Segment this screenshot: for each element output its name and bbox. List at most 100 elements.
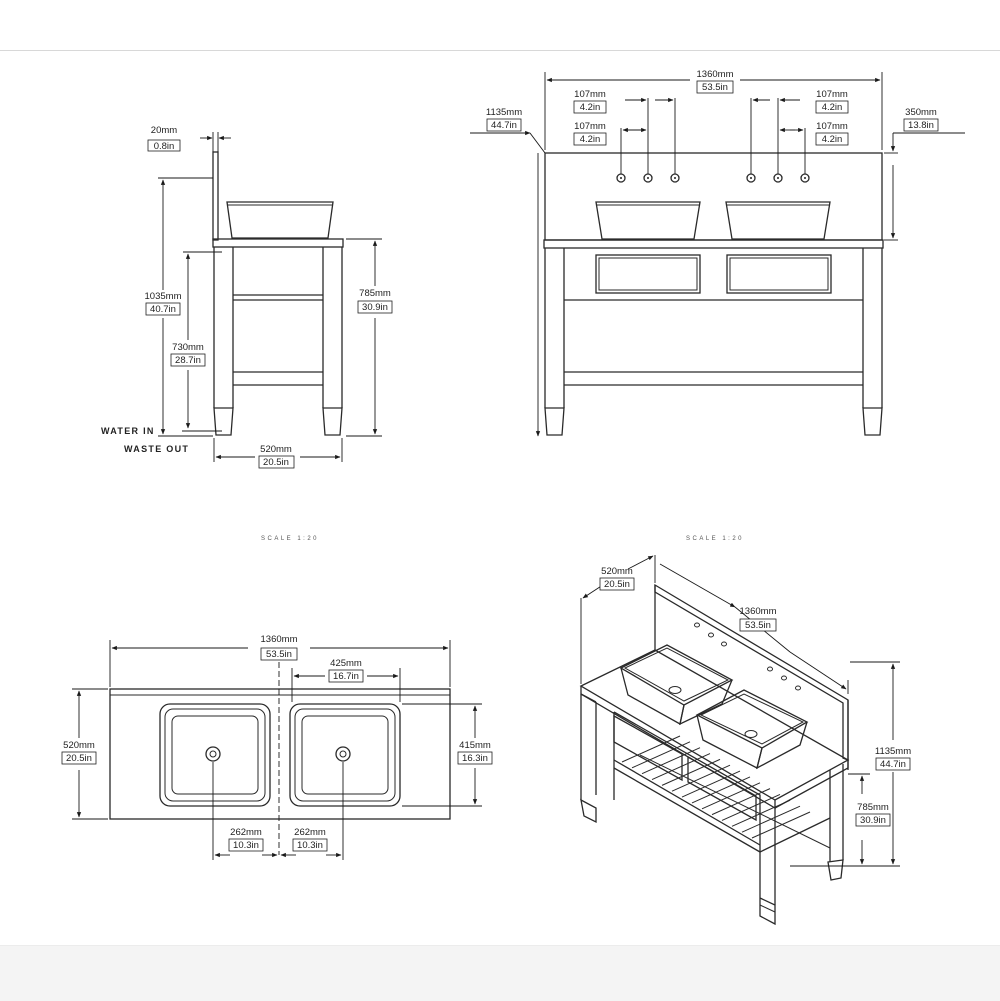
front-scale-label: SCALE 1:20 (686, 536, 744, 542)
iso-drawer-left (613, 714, 683, 782)
front-tap-right-outer-box (815, 100, 849, 114)
iso-counter-height-mm: 785mm (857, 802, 889, 813)
plan-basin-width-in: 16.7in (333, 671, 359, 682)
front-tap-right-outer-in: 4.2in (822, 102, 843, 113)
waste-out-label: WASTE OUT (124, 444, 189, 454)
front-height-mm: 1135mm (486, 107, 522, 118)
front-height-in: 44.7in (491, 120, 517, 131)
side-connection-height-in: 28.7in (175, 355, 201, 366)
iso-width-mm: 1360mm (740, 606, 777, 617)
iso-shelf-slat (751, 811, 811, 839)
plan-drain-right (335, 746, 351, 762)
plan-basin-right (289, 703, 401, 807)
side-counter-height-in: 30.9in (362, 302, 388, 313)
front-tap-right-outer-mm: 107mm (816, 89, 848, 100)
front-tap-left-outer-in: 4.2in (580, 102, 601, 113)
plan-offset-right-mm: 262mm (294, 827, 326, 838)
plan-basin-width-box (328, 669, 364, 683)
iso-shelf-slat (671, 764, 731, 792)
side-leg-right (322, 247, 343, 408)
side-foot-right (322, 407, 343, 436)
plan-offset-left-box (228, 838, 264, 852)
side-counter-height-mm: 785mm (359, 288, 391, 299)
plan-offset-right-box (292, 838, 328, 852)
iso-foot-back (827, 859, 844, 881)
plan-offset-left-mm: 262mm (230, 827, 262, 838)
side-counter-height-box (357, 300, 393, 314)
side-thickness-in: 0.8in (154, 141, 175, 152)
iso-width-in: 53.5in (745, 620, 771, 631)
side-leg-left (213, 247, 234, 408)
plan-depth-mm: 520mm (63, 740, 95, 751)
front-view: 1360mm 53.5in 1135mm 44.7in 350mm 13.8in… (470, 69, 965, 542)
plan-basin-width-mm: 425mm (330, 658, 362, 669)
iso-view: 520mm 20.5in 1360mm 53.5in 1135mm 44.7in… (579, 555, 911, 926)
iso-foot-left (580, 798, 597, 824)
side-scale-label: SCALE 1:20 (261, 536, 319, 542)
plan-drain-left (205, 746, 221, 762)
iso-height-in: 44.7in (880, 759, 906, 770)
iso-height-mm: 1135mm (875, 746, 911, 757)
iso-shelf-slat (711, 788, 771, 816)
plan-offset-right-in: 10.3in (297, 840, 323, 851)
header-divider (0, 50, 1000, 51)
front-tap-right-inner-box (815, 132, 849, 146)
iso-shelf-slat (651, 753, 711, 780)
side-connection-height-box (170, 353, 206, 367)
iso-shelf-slat (731, 799, 791, 827)
front-tap-left-outer-mm: 107mm (574, 89, 606, 100)
front-tap-right-inner-in: 4.2in (822, 134, 843, 145)
side-total-height-mm: 1035mm (145, 291, 182, 302)
side-depth-mm: 520mm (260, 444, 292, 455)
iso-shelf-slat (661, 758, 721, 786)
iso-shelf-slat (741, 805, 801, 833)
plan-basin-depth-mm: 415mm (459, 740, 491, 751)
side-thickness-box (147, 139, 181, 152)
iso-foot-right (759, 888, 776, 926)
side-basin (226, 201, 334, 239)
iso-shelf-slat (681, 770, 741, 798)
side-thickness-mm: 20mm (151, 125, 177, 136)
plan-depth-box (61, 751, 97, 765)
side-countertop (212, 238, 344, 248)
iso-depth-box (599, 577, 635, 591)
plan-width-in: 53.5in (266, 649, 292, 660)
plan-view: 1360mm 53.5in 425mm 16.7in 520mm 20.5in … (61, 634, 493, 860)
side-total-height-in: 40.7in (150, 304, 176, 315)
front-backsplash-in: 13.8in (908, 120, 934, 131)
side-total-height-box (145, 302, 181, 316)
iso-depth-mm: 520mm (601, 566, 633, 577)
side-backsplash (212, 151, 219, 241)
side-depth-box (258, 455, 295, 469)
plan-width-box (260, 647, 298, 661)
iso-counter-height-in: 30.9in (860, 815, 886, 826)
plan-width-mm: 1360mm (261, 634, 298, 645)
front-foot-left (544, 407, 565, 436)
iso-height-box (875, 757, 911, 771)
front-drawer-right (726, 254, 832, 294)
front-backsplash-box (903, 118, 939, 132)
iso-shelf-slat (701, 782, 761, 810)
front-backsplash-mm: 350mm (905, 107, 937, 118)
iso-shelf-slat (691, 776, 751, 804)
iso-shelf-slat (721, 794, 781, 821)
front-width-mm: 1360mm (697, 69, 734, 80)
plan-basin-depth-box (457, 751, 493, 765)
front-tap-left-inner-in: 4.2in (580, 134, 601, 145)
iso-tap-holes (694, 622, 801, 691)
iso-counter-height-box (855, 813, 891, 827)
front-countertop (543, 239, 884, 249)
front-height-box (486, 118, 522, 132)
front-tap-holes (616, 173, 810, 183)
front-tap-left-inner-box (573, 132, 607, 146)
front-backsplash (544, 152, 883, 241)
iso-shelf-slat (641, 747, 701, 775)
iso-shelf-slat (621, 735, 681, 763)
front-leg-right (862, 248, 883, 408)
front-width-in: 53.5in (702, 82, 728, 93)
plan-depth-in: 20.5in (66, 753, 92, 764)
iso-width-box (739, 618, 777, 632)
front-width-box (696, 80, 734, 94)
iso-shelf-slats (621, 735, 811, 839)
